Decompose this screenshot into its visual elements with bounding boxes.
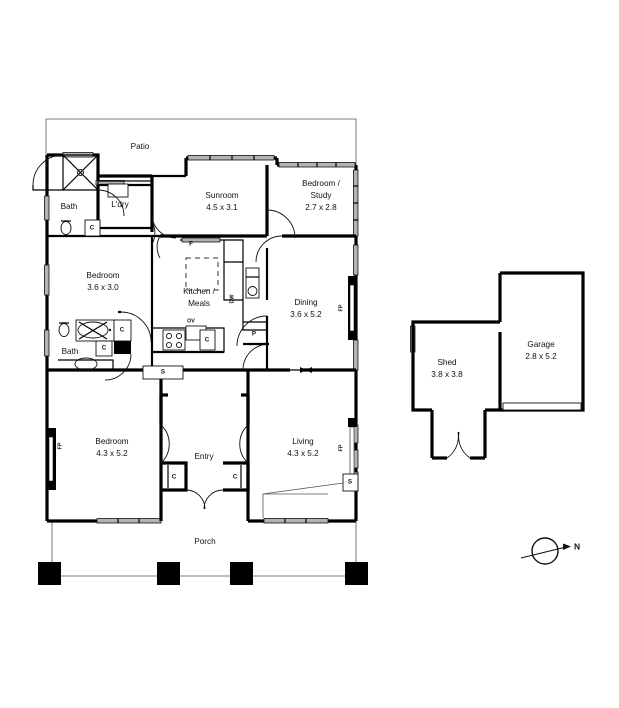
tag-fireplace-living: FP: [338, 444, 344, 451]
tag-shelf-living: S: [348, 479, 352, 486]
room-dim-sunroom: 4.5 x 3.1: [206, 203, 238, 212]
doors: [32, 154, 296, 510]
room-dim-dining: 3.6 x 5.2: [290, 310, 322, 319]
compass-rose: N: [520, 537, 580, 565]
room-label-shed: Shed: [437, 358, 457, 367]
tag-cupboard-kitchen: C: [205, 337, 210, 344]
room-dim-shed: 3.8 x 3.8: [431, 370, 463, 379]
tag-cupboard-bath-b: C: [102, 345, 107, 352]
room-label-bedroom-study: Bedroom /: [302, 179, 340, 188]
room-label-bath-lower: Bath: [62, 347, 79, 356]
tag-cupboard-laundry: C: [90, 225, 95, 232]
tag-shelf-hall: S: [161, 369, 165, 376]
tag-fireplace-dining: FP: [338, 304, 344, 311]
room-dim-bedroom-mid: 3.6 x 3.0: [87, 283, 119, 292]
outdoor-labels: Patio Porch: [131, 142, 216, 546]
compass-circle: [531, 537, 559, 565]
tag-pantry: P: [252, 331, 256, 338]
room-label-entry: Entry: [194, 452, 214, 461]
room-dim-living: 4.3 x 5.2: [287, 449, 319, 458]
tag-cupboard-bath-a: C: [120, 327, 125, 334]
garage-shed-outbuilding: [411, 271, 585, 460]
room-label-bedroom-study-2: Study: [311, 191, 333, 200]
porch-post: [345, 562, 368, 585]
porch-structure: [38, 521, 368, 585]
label-porch: Porch: [194, 537, 216, 546]
room-label-living: Living: [292, 437, 314, 446]
porch-post: [157, 562, 180, 585]
room-dim-garage: 2.8 x 5.2: [525, 352, 557, 361]
room-label-garage: Garage: [527, 340, 555, 349]
room-label-sunroom: Sunroom: [205, 191, 238, 200]
windows: [44, 152, 416, 524]
room-dim-bedroom-study: 2.7 x 2.8: [305, 203, 337, 212]
room-label-kitchen-2: Meals: [188, 299, 210, 308]
tag-fridge: F: [189, 241, 193, 248]
label-patio: Patio: [131, 142, 150, 151]
room-label-dining: Dining: [294, 298, 318, 307]
room-labels: Sunroom 4.5 x 3.1 Bedroom / Study 2.7 x …: [61, 179, 558, 461]
tag-fireplace-bedroom: FP: [57, 442, 63, 449]
tag-cupboard-entry-right: C: [233, 474, 238, 481]
room-label-kitchen: Kitchen /: [183, 287, 216, 296]
room-label-bedroom-mid: Bedroom: [86, 271, 119, 280]
tag-dishwasher: DW: [229, 294, 235, 304]
patio-outline: [45, 118, 357, 170]
room-label-laundry: L'dry: [111, 200, 129, 209]
bathroom-fixtures: [58, 219, 359, 518]
room-label-bath-upper: Bath: [61, 202, 78, 211]
tag-cupboard-entry-left: C: [172, 474, 177, 481]
compass-north-label: N: [574, 541, 580, 551]
compass-needle-line: [520, 546, 567, 559]
fixture-tags: F DW OV P C C C C C C S S FP FP FP: [57, 225, 352, 486]
room-label-bedroom-front: Bedroom: [95, 437, 128, 446]
compass-north-arrowhead: [563, 543, 571, 550]
tag-oven: OV: [187, 318, 195, 324]
porch-post: [230, 562, 253, 585]
kitchen-fixtures: [152, 237, 267, 354]
room-dim-bedroom-front: 4.3 x 5.2: [96, 449, 128, 458]
porch-post: [38, 562, 61, 585]
